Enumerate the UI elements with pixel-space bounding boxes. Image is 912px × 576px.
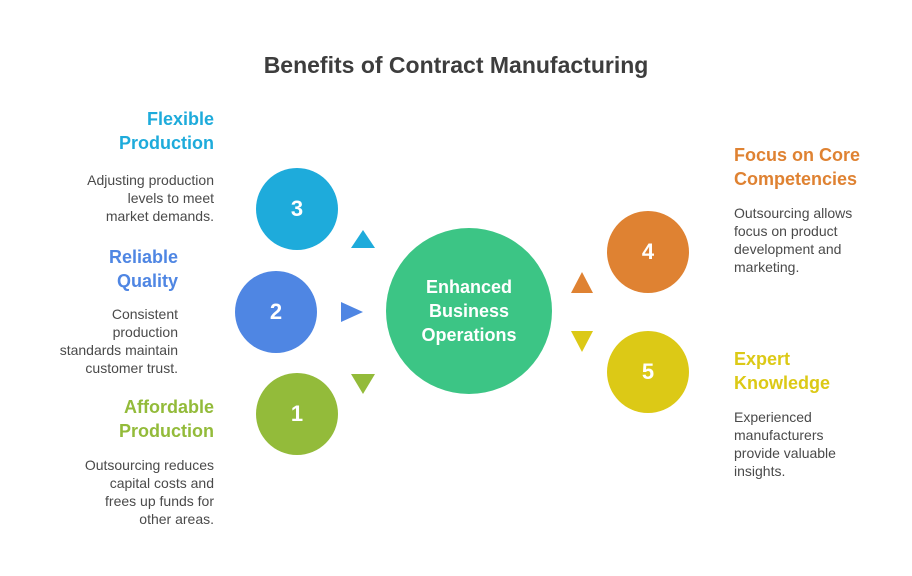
diagram-title: Benefits of Contract Manufacturing (263, 52, 649, 78)
description-expert-knowledge: Experienced manufacturers provide valuab… (734, 409, 836, 479)
heading-flexible-production: Flexible Production (119, 109, 214, 153)
arrow-up-icon-3 (351, 230, 375, 248)
description-affordable-production: Outsourcing reduces capital costs and fr… (84, 457, 214, 527)
description-flexible-production: Adjusting production levels to meet mark… (87, 172, 214, 224)
number-circle-3: 3 (256, 168, 338, 250)
heading-focus-core-competencies: Focus on Core Competencies (734, 145, 861, 189)
heading-reliable-quality: Reliable Quality (108, 247, 178, 291)
center-label: Enhanced Business Operations (421, 277, 517, 345)
heading-expert-knowledge: Expert Knowledge (734, 349, 831, 393)
center-circle: Enhanced Business Operations (386, 228, 552, 394)
arrow-down-icon-1 (351, 374, 375, 394)
arrow-right-icon-2 (341, 302, 363, 322)
number-circle-1: 1 (256, 373, 338, 455)
arrow-down-icon-5 (571, 331, 593, 352)
heading-affordable-production: Affordable Production (119, 397, 214, 441)
number-circle-5: 5 (607, 331, 689, 413)
number-circle-4: 4 (607, 211, 689, 293)
description-focus-core-competencies: Outsourcing allows focus on product deve… (734, 205, 853, 275)
arrow-up-icon-4 (571, 272, 593, 293)
description-reliable-quality: Consistent production standards maintain… (59, 306, 178, 376)
number-circle-2: 2 (235, 271, 317, 353)
